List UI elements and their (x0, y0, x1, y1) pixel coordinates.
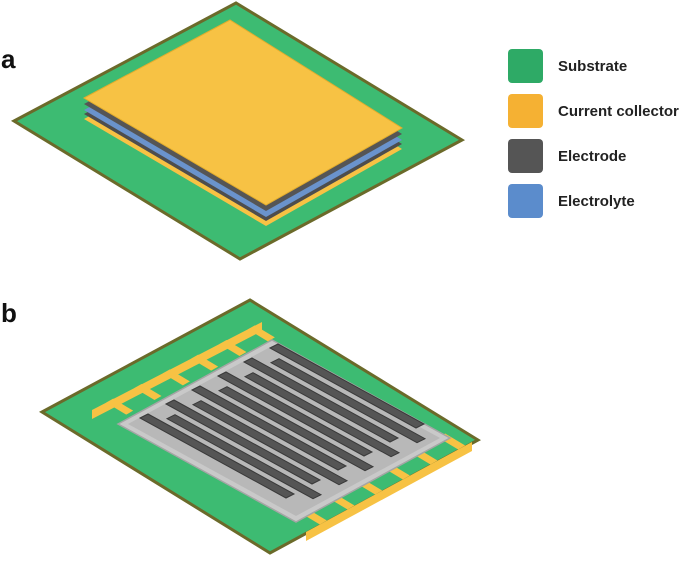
legend-item-electrolyte: Electrolyte (508, 184, 685, 226)
comb-top-tooth (106, 398, 134, 415)
electrode-finger (269, 358, 427, 444)
electrode-finger (164, 399, 322, 485)
legend-swatch-substrate (508, 49, 543, 83)
panel-a-stack (10, 1, 466, 261)
comb-bottom-spine (306, 442, 472, 541)
panel-a-label: a (1, 44, 16, 74)
legend-label-substrate: Substrate (558, 58, 628, 75)
electrode-finger (165, 414, 323, 500)
electrode-frame-inner (128, 346, 440, 516)
electrode-finger (138, 413, 296, 499)
comb-top-tooth (162, 369, 190, 386)
panel-b-label: b (1, 298, 17, 328)
collector-comb-top (92, 322, 275, 419)
legend: Substrate Current collector Electrode El… (508, 49, 685, 229)
legend-swatch-current-collector (508, 94, 543, 128)
legend-label-electrode: Electrode (558, 148, 627, 165)
legend-swatch-electrode (508, 139, 543, 173)
panel-a-top-collector (82, 19, 403, 206)
electrode-finger (190, 385, 348, 471)
legend-label-current-collector: Current collector (558, 103, 679, 120)
comb-top-tooth (247, 325, 275, 342)
electrode-finger (217, 386, 375, 472)
comb-top-tooth (191, 354, 219, 371)
comb-top-tooth (219, 340, 247, 356)
electrode-fingers (138, 343, 427, 500)
legend-swatch-electrolyte (508, 184, 543, 218)
electrode-finger (242, 357, 400, 443)
electrode-finger (243, 372, 401, 458)
legend-label-electrolyte: Electrolyte (558, 193, 635, 210)
panel-b-device (39, 298, 481, 555)
comb-top-spine (92, 322, 262, 419)
legend-item-current-collector: Current collector (508, 94, 685, 136)
legend-item-substrate: Substrate (508, 49, 685, 91)
electrode-finger (216, 371, 374, 457)
electrode-finger (191, 400, 349, 486)
electrode-finger (268, 343, 426, 429)
legend-item-electrode: Electrode (508, 139, 685, 181)
comb-top-tooth (134, 384, 162, 400)
